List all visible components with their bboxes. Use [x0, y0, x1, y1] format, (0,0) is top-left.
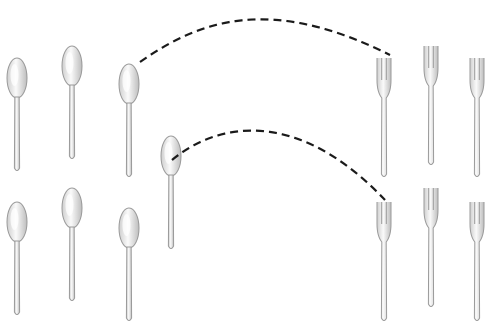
fork-icon [424, 46, 438, 165]
spoon-icon [7, 58, 27, 171]
fork-icon [470, 202, 484, 321]
spoon-icon [62, 188, 82, 301]
fork-icon [377, 202, 391, 321]
spoon-icon [62, 46, 82, 159]
dashed-connector-bottom [172, 131, 385, 200]
dashed-connector-top [140, 19, 390, 62]
spoon-icon [7, 202, 27, 315]
spoon-icon [119, 208, 139, 321]
spoon-icon [119, 64, 139, 177]
spoon-icon [161, 136, 181, 249]
fork-icon [377, 58, 391, 177]
fork-icon [470, 58, 484, 177]
fork-icon [424, 188, 438, 307]
